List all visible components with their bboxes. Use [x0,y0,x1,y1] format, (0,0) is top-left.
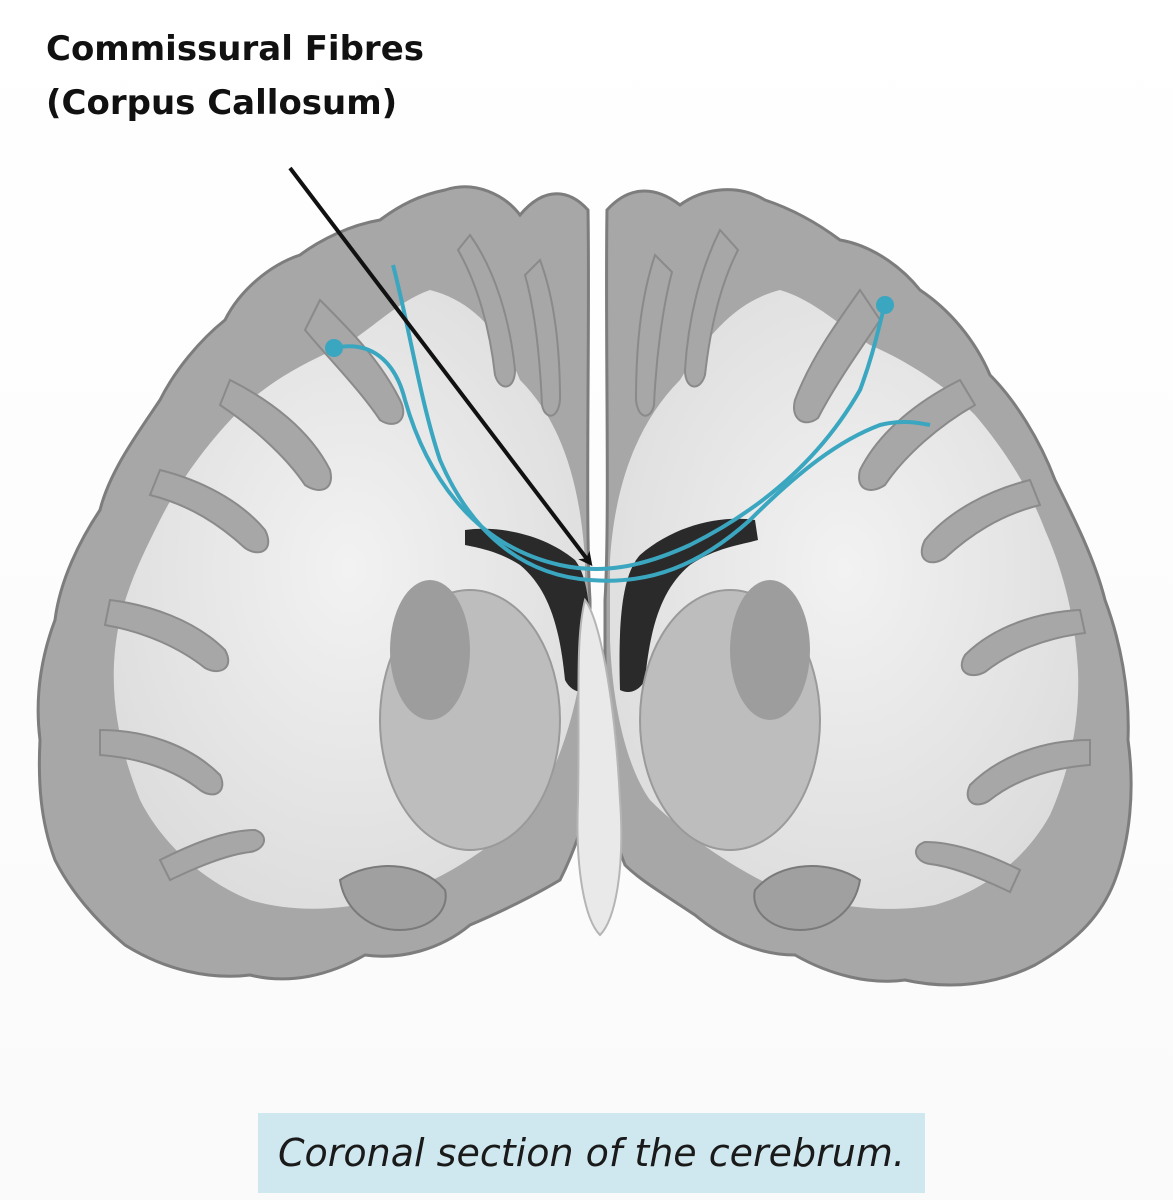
commissural-fibre-lower [391,264,931,583]
fibre-origin-right [876,296,894,314]
left-lateral-ventricle [465,528,591,692]
label-line-2: (Corpus Callosum) [46,83,398,123]
fibre-origin-left [325,339,343,357]
label-pointer-arrow [288,166,593,567]
right-hippocampus [753,865,862,932]
central-diencephalon [576,597,623,937]
left-putamen [390,580,470,720]
right-sulci [634,228,1091,894]
left-sulci [99,233,562,882]
label-line-1: Commissural Fibres [46,29,424,69]
caption-box: Coronal section of the cerebrum. [258,1113,925,1193]
right-putamen [730,580,810,720]
figure-caption: Coronal section of the cerebrum. [278,1131,905,1175]
structure-label: Commissural Fibres (Corpus Callosum) [46,22,424,130]
commissural-fibre-upper [333,304,887,571]
left-hippocampus [338,865,447,932]
right-lateral-ventricle [619,518,758,692]
